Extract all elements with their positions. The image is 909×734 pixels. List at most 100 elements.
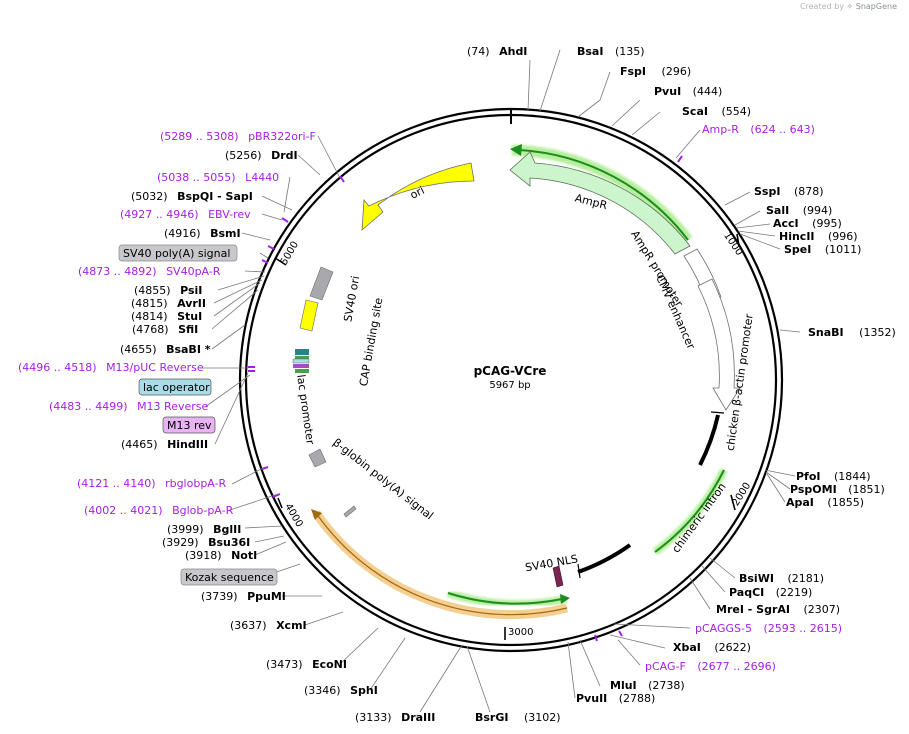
enzyme-label: (3133) DraIII — [355, 711, 435, 724]
green-subregion-arrowhead-icon — [560, 594, 570, 604]
enzyme-label: (3918) NotI — [185, 549, 257, 562]
sv40-nls-label: SV40 NLS — [524, 552, 579, 574]
sv40-polyA-tag: SV40 poly(A) signal — [123, 247, 230, 260]
enzyme-label: SpeI (1011) — [784, 243, 861, 256]
enzyme-label: (74) AhdI — [467, 45, 527, 58]
enzyme-label: (4855) PsiI — [134, 284, 202, 297]
primer-label: (4927 .. 4946) EBV-rev — [120, 208, 251, 221]
enzyme-label: PaqCI (2219) — [729, 586, 812, 599]
kozak-tag-box — [180, 568, 278, 586]
enzyme-label: HincII (996) — [779, 230, 858, 243]
primer-label: (5289 .. 5308) pBR322ori-F — [160, 130, 316, 143]
enzyme-label: (4916) BsmI — [164, 227, 241, 240]
m13-rev-tag: M13 rev — [167, 419, 212, 432]
tick-label-3000: 3000 — [508, 627, 533, 638]
enzyme-label: MreI - SgrAI (2307) — [716, 603, 840, 616]
ampR-top-line — [519, 149, 689, 241]
enzyme-label: ApaI (1855) — [786, 496, 864, 509]
primer-label: pCAG-F (2677 .. 2696) — [645, 660, 776, 673]
ori-arrow — [361, 162, 475, 231]
primer-label: (5038 .. 5055) L4440 — [157, 171, 279, 184]
enzyme-label: ScaI (554) — [682, 105, 751, 118]
enzyme-label: BsrGI (3102) — [475, 711, 561, 724]
enzyme-label: (3999) BglII — [167, 523, 241, 536]
enzyme-label: (3473) EcoNI — [266, 658, 347, 671]
enzyme-label: PspOMI (1851) — [790, 483, 885, 496]
orange-region-arrowhead-icon — [311, 509, 322, 520]
enzyme-labels: (74) AhdI BsaI (135) FspI (296) PvuI (44… — [120, 45, 896, 724]
primer-label: (4483 .. 4499) M13 Reverse — [49, 400, 208, 413]
lac-operator-box — [292, 358, 310, 364]
ampR-arrow — [509, 151, 691, 255]
cmv-enhancer-arrow — [697, 278, 741, 411]
enzyme-label: BsaI (135) — [577, 45, 645, 58]
enzyme-label: AccI (995) — [773, 217, 842, 230]
enzyme-label: (4655) BsaBI * — [120, 343, 211, 356]
boxed-labels: SV40 poly(A) signal lac operator M13 rev… — [118, 244, 278, 586]
tick-label-4000: 4000 — [282, 502, 304, 530]
enzyme-label: (5256) DrdI — [225, 149, 298, 162]
enzyme-label: SspI (878) — [754, 185, 824, 198]
cap-binding-box — [295, 349, 309, 355]
sv40-polyA-tag-box — [118, 244, 238, 262]
enzyme-label: (3929) Bsu36I — [162, 536, 250, 549]
sv40-ori-box — [299, 299, 319, 332]
backbone-outer-ring — [238, 107, 784, 653]
primer-label: (4002 .. 4021) Bglob-pA-R — [84, 504, 234, 517]
lac-operator-tag-box — [138, 378, 212, 396]
enzyme-label: XbaI (2622) — [673, 641, 751, 654]
enzyme-label: SalI (994) — [766, 204, 832, 217]
cap-binding-label: CAP binding site — [357, 296, 385, 387]
green-subregion-line — [447, 592, 563, 605]
primer-label: pCAGGS-5 (2593 .. 2615) — [695, 622, 842, 635]
enzyme-label: SnaBI (1352) — [808, 326, 896, 339]
plasmid-name: pCAG-VCre — [474, 364, 547, 378]
chicken-beta-actin-segment — [698, 414, 720, 466]
tick-label-5000: 5000 — [279, 240, 301, 268]
enzyme-label: PvuII (2788) — [576, 692, 655, 705]
enzyme-label: (4465) HindIII — [121, 438, 208, 451]
m13-rev-box — [293, 364, 309, 368]
lac-promoter-box-2 — [295, 369, 309, 373]
small-gray-box — [343, 505, 357, 518]
enzyme-label: (5032) BspQI - SapI — [131, 190, 253, 203]
credit-prefix: Created by — [799, 2, 844, 11]
chimeric-intron-line — [654, 469, 725, 553]
vcre-end-cap — [577, 563, 581, 579]
enzyme-label: (4814) StuI — [131, 310, 202, 323]
cba-start-cap — [710, 411, 725, 414]
sv40-nls-box — [552, 565, 564, 588]
leader-lines — [200, 49, 801, 713]
enzyme-label: (4768) SfiI — [132, 323, 198, 336]
kozak-tag: Kozak sequence — [185, 571, 274, 584]
primer-marks — [248, 155, 683, 642]
ori-label: ori — [408, 184, 427, 202]
m13-rev-tag-box — [162, 416, 216, 434]
enzyme-label: (4815) AvrII — [131, 297, 206, 310]
orange-region-line — [315, 512, 568, 616]
enzyme-label: FspI (296) — [620, 65, 691, 78]
primer-label: Amp-R (624 .. 643) — [702, 123, 815, 136]
primer-label: (4873 .. 4892) SV40pA-R — [78, 265, 221, 278]
enzyme-label: (3739) PpuMI — [201, 590, 286, 603]
beta-globin-polyA-label: β-globin poly(A) signal — [330, 436, 435, 522]
enzyme-label: (3346) SphI — [304, 684, 378, 697]
primer-label: (4121 .. 4140) rbglobpA-R — [77, 477, 227, 490]
enzyme-label: (3637) XcmI — [230, 619, 307, 632]
ampR-top-arrowhead-icon — [510, 144, 522, 156]
enzyme-label: BsiWI (2181) — [739, 572, 824, 585]
lac-operator-tag: lac operator — [143, 381, 210, 394]
enzyme-label: MluI (2738) — [610, 679, 685, 692]
lac-promoter-box — [295, 356, 309, 359]
sv40-polyA-box — [309, 266, 334, 301]
credit-brand: SnapGene — [855, 2, 897, 11]
beta-globin-polyA-box — [308, 448, 327, 468]
created-by-credit: Created by ✧ SnapGene — [800, 2, 897, 11]
primer-labels: Amp-R (624 .. 643) pCAGGS-5 (2593 .. 261… — [18, 123, 842, 673]
lac-promoter-label: lac promoter — [294, 374, 317, 446]
enzyme-label: PvuI (444) — [654, 85, 722, 98]
snapgene-logo-icon: ✧ — [846, 2, 854, 11]
plasmid-size: 5967 bp — [489, 380, 530, 391]
enzyme-label: PfoI (1844) — [796, 470, 871, 483]
